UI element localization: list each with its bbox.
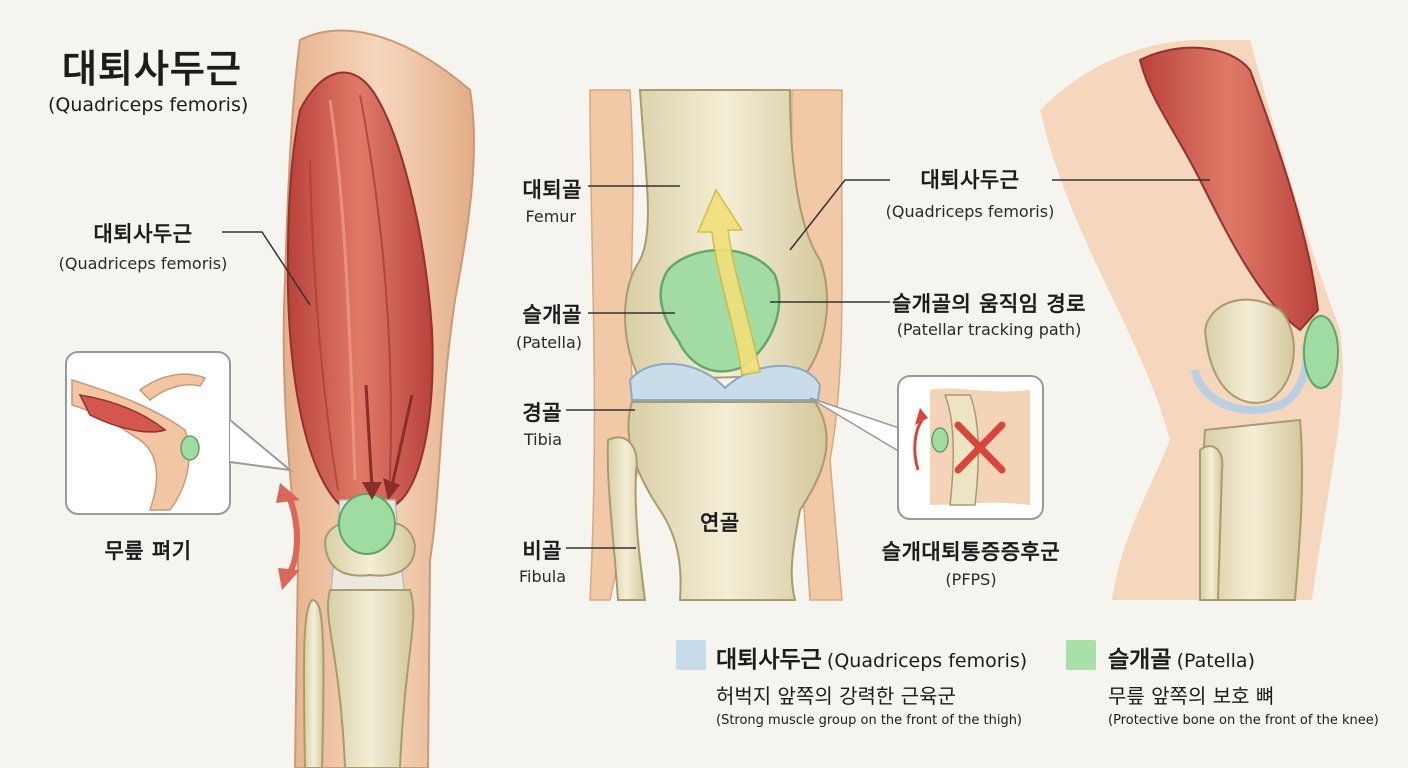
middle-quad-label-english: (Quadriceps femoris) (885, 202, 1055, 221)
warning-cross-icon (954, 421, 1006, 474)
legend-patella-description: 무릎 앞쪽의 보호 뼈 (1108, 684, 1275, 708)
tibia-label-english: Tibia (523, 430, 562, 449)
left-fibula (302, 598, 325, 768)
femur-label-english: Femur (525, 207, 576, 226)
tracking-path-label: 슬개골의 움직임 경로 (891, 292, 1086, 316)
legend-quad-korean: 대퇴사두근 (716, 647, 822, 673)
left-tibia (327, 589, 415, 768)
tibia-label: 경골 (522, 401, 562, 425)
legend-quad-english: (Quadriceps femoris) (826, 650, 1028, 672)
page-title: 대퇴사두근 (62, 47, 242, 91)
legend-patella-korean: 슬개골 (1108, 647, 1172, 673)
legend-patella-swatch (1066, 640, 1096, 670)
left-leg-illustration (276, 29, 476, 768)
middle-tibia (627, 401, 828, 601)
pfps-label: 슬개대퇴통증증후군 (881, 540, 1061, 564)
knee-joint-illustration (589, 89, 843, 601)
legend-patella-description-english: (Protective bone on the front of the kne… (1108, 713, 1379, 728)
pfps-inset (809, 375, 1044, 520)
right-patella (1303, 315, 1339, 389)
page-title-english: (Quadriceps femoris) (48, 94, 249, 116)
fibula-label-english: Fibula (518, 567, 566, 586)
patella-label-english: (Patella) (515, 333, 582, 352)
middle-meniscus (628, 362, 822, 401)
right-quad-muscle (1138, 46, 1320, 332)
pfps-label-english: (PFPS) (945, 570, 997, 589)
leader-lines (222, 179, 1210, 549)
left-quad-muscle (286, 71, 434, 506)
middle-quad-label: 대퇴사두근 (920, 168, 1020, 192)
knee-extension-inset (65, 351, 294, 515)
knee-extension-caption: 무릎 펴기 (104, 539, 192, 563)
legend-patella-title: 슬개골 (Patella) (1108, 640, 1255, 674)
fibula-label: 비골 (522, 539, 562, 563)
cartilage-label: 연골 (700, 511, 740, 535)
legend-quad-title: 대퇴사두근 (Quadriceps femoris) (716, 640, 1027, 674)
legend-quad-swatch (676, 640, 706, 670)
extension-double-arrow (276, 483, 300, 590)
legend-quad-description: 허벅지 앞쪽의 강력한 근육군 (716, 684, 956, 708)
patella-label: 슬개골 (522, 303, 582, 327)
femur-label: 대퇴골 (522, 178, 582, 202)
left-patella (338, 493, 396, 555)
tracking-path-label-english: (Patellar tracking path) (896, 320, 1082, 339)
middle-fibula (606, 436, 647, 601)
patellar-tracking-arrow (696, 188, 761, 376)
left-quad-label: 대퇴사두근 (93, 222, 193, 246)
left-quad-label-english: (Quadriceps femoris) (58, 254, 228, 273)
legend-patella-english: (Patella) (1176, 650, 1255, 672)
legend-quad-description-english: (Strong muscle group on the front of the… (716, 713, 1023, 728)
